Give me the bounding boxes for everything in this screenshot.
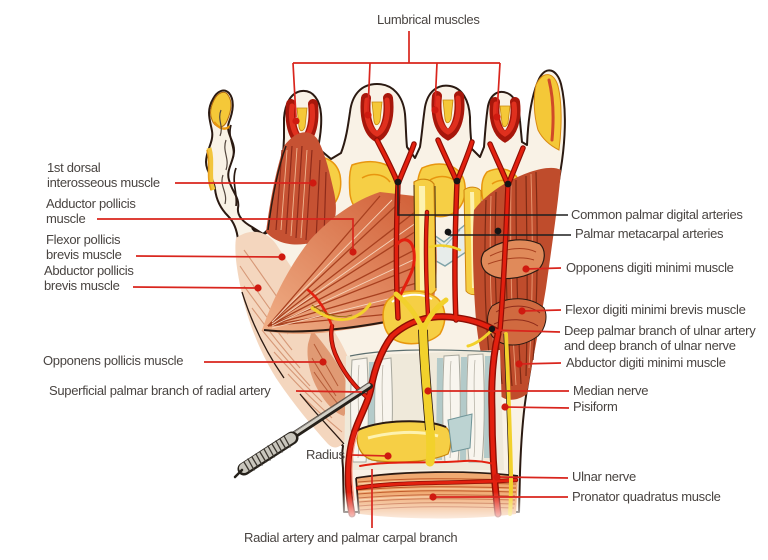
label-first-dorsal-interosseous: 1st dorsal interosseous muscle [47,160,160,190]
probe-instrument [233,382,373,479]
label-adductor-pollicis: Adductor pollicis muscle [46,196,136,226]
arteries [306,137,526,518]
label-pisiform: Pisiform [573,399,618,414]
label-abductor-digiti-minimi: Abductor digiti minimi muscle [566,355,726,370]
label-radius: Radius [306,447,345,462]
label-median-nerve: Median nerve [573,383,649,398]
label-abductor-pollicis-brevis: Abductor pollicis brevis muscle [44,263,134,293]
label-opponens-digiti-minimi: Opponens digiti minimi muscle [566,260,734,275]
first-dorsal-interosseous [266,132,336,245]
label-superficial-palmar-branch: Superficial palmar branch of radial arte… [49,383,271,398]
label-palmar-metacarpal-arteries: Palmar metacarpal arteries [575,226,724,241]
label-pronator-quadratus: Pronator quadratus muscle [572,489,721,504]
label-common-palmar-digital-arteries: Common palmar digital arteries [571,207,743,222]
label-lumbrical-muscles: Lumbrical muscles [377,12,480,27]
label-deep-palmar-branch-ulnar: Deep palmar branch of ulnar artery and d… [564,323,756,353]
label-ulnar-nerve: Ulnar nerve [572,469,636,484]
label-flexor-digiti-minimi-brevis: Flexor digiti minimi brevis muscle [565,302,746,317]
bottom-fade [330,492,530,534]
label-radial-artery-palmar-carpal: Radial artery and palmar carpal branch [244,530,458,545]
label-flexor-pollicis-brevis: Flexor pollicis brevis muscle [46,232,122,262]
label-opponens-pollicis: Opponens pollicis muscle [43,353,184,368]
leader-lines [97,31,571,528]
